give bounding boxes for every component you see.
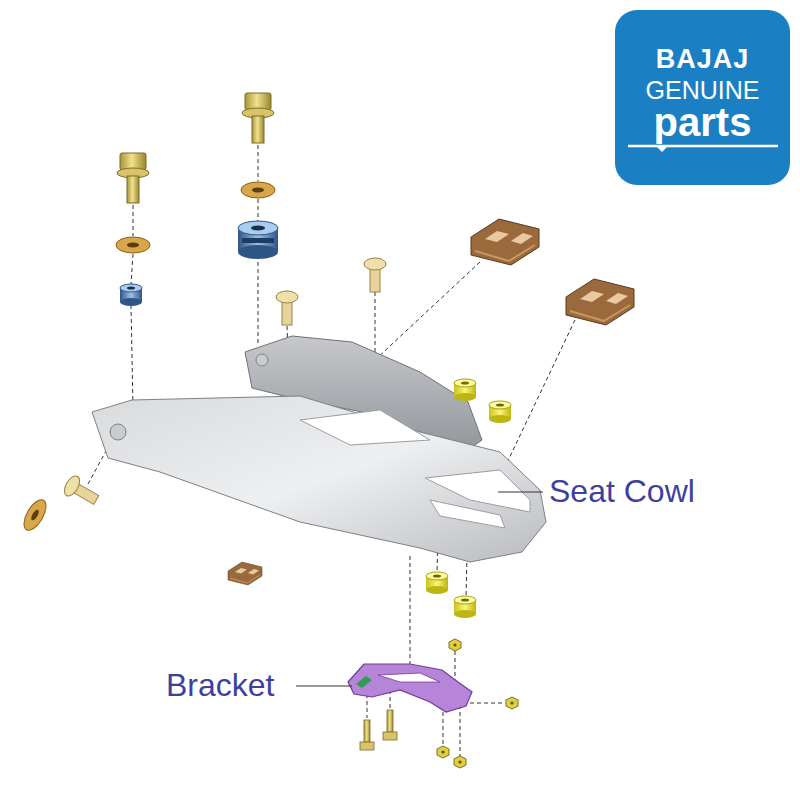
washer <box>20 496 51 533</box>
part-name: Seat Cowl <box>549 472 695 510</box>
spring-clip <box>566 279 634 325</box>
spring-clip <box>471 219 539 265</box>
rivet <box>364 258 386 292</box>
small-bolt <box>360 720 374 750</box>
rubber-grommet <box>238 221 278 259</box>
logo-text: GENUINE <box>646 77 760 105</box>
nut <box>506 697 518 709</box>
leader-line <box>296 686 352 687</box>
spacer-collar <box>454 596 476 618</box>
flange-bolt <box>117 153 149 203</box>
flange-bolt <box>242 93 274 143</box>
spacer-collar <box>489 401 511 423</box>
spring-clip <box>228 562 262 585</box>
washer <box>116 237 150 253</box>
assembly-line <box>88 145 575 756</box>
leader-line <box>498 492 543 493</box>
small-bolt <box>383 710 397 740</box>
nut <box>437 746 449 758</box>
logo-badge: BAJAJGENUINEparts <box>615 10 790 185</box>
rivet <box>61 473 101 509</box>
seat-cowl <box>92 336 546 562</box>
nut <box>454 756 466 768</box>
rivet <box>276 291 298 325</box>
logo-text: parts <box>654 100 752 150</box>
washer <box>241 182 275 198</box>
logo-underline <box>628 144 778 154</box>
logo-text: BAJAJ <box>656 45 750 75</box>
spacer-collar <box>454 379 476 401</box>
part-name: Bracket <box>166 666 274 704</box>
rubber-grommet <box>120 284 142 306</box>
spacer-collar <box>426 572 448 594</box>
nut <box>449 639 461 651</box>
bracket-part <box>348 664 472 712</box>
